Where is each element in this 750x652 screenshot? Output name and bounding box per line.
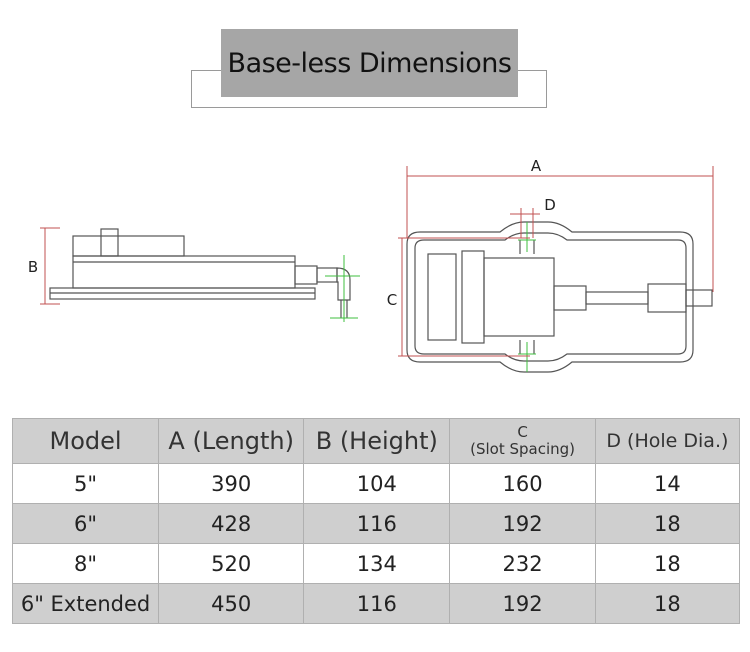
cell-slot-spacing: 232: [449, 543, 596, 584]
cell-model: 5": [11, 463, 160, 504]
header-hole-dia: D (Hole Dia.): [594, 418, 741, 464]
cell-model: 8": [11, 543, 160, 584]
side-view: [49, 228, 351, 318]
side-top-jaw: [72, 235, 185, 257]
cell-height: 134: [303, 543, 451, 584]
cell-hole-dia: 18: [594, 543, 741, 584]
side-body: [72, 255, 296, 289]
header-slot-spacing: C (Slot Spacing): [449, 418, 596, 464]
top-dimension-lines: [398, 166, 714, 357]
top-fixed-jaw: [427, 253, 457, 341]
header-length: A (Length): [158, 418, 305, 464]
technical-drawing: B A C D: [28, 157, 714, 373]
cell-length: 428: [158, 503, 305, 544]
header-height: B (Height): [303, 418, 451, 464]
cell-length: 450: [158, 583, 305, 624]
table-header-row: Model A (Length) B (Height) C (Slot Spac…: [11, 418, 741, 464]
table-row: 6" Extended 450 116 192 18: [11, 583, 741, 624]
cell-height: 116: [303, 583, 451, 624]
cell-model: 6" Extended: [11, 583, 160, 624]
cell-height: 104: [303, 463, 451, 504]
table-row: 5" 390 104 160 14: [11, 463, 741, 504]
title-frame: [191, 70, 547, 108]
top-body-outline: [406, 221, 694, 373]
cell-model: 6": [11, 503, 160, 544]
cell-height: 116: [303, 503, 451, 544]
header-slot-spacing-label: (Slot Spacing): [470, 440, 576, 458]
top-inner-outline: [414, 232, 687, 362]
cell-hole-dia: 18: [594, 583, 741, 624]
side-jaw-block: [100, 228, 119, 257]
side-centerlines: [325, 255, 360, 322]
cell-slot-spacing: 192: [449, 583, 596, 624]
top-view: [406, 221, 713, 373]
label-b: B: [28, 258, 38, 276]
top-centerlines: [518, 222, 536, 372]
header-model: Model: [11, 418, 160, 464]
cell-slot-spacing: 160: [449, 463, 596, 504]
top-screw-nut: [647, 283, 687, 313]
top-movable-jaw: [461, 250, 485, 344]
header-slot-spacing-letter: C: [517, 423, 528, 441]
top-screw: [585, 291, 649, 305]
label-d: D: [544, 196, 556, 214]
cell-length: 520: [158, 543, 305, 584]
table-row: 8" 520 134 232 18: [11, 543, 741, 584]
dimension-table: Model A (Length) B (Height) C (Slot Spac…: [11, 418, 741, 624]
cell-hole-dia: 18: [594, 503, 741, 544]
label-c: C: [387, 291, 397, 309]
page-title: Base-less Dimensions: [221, 29, 518, 97]
table-row: 6" 428 116 192 18: [11, 503, 741, 544]
side-screw-housing: [294, 265, 318, 285]
cell-slot-spacing: 192: [449, 503, 596, 544]
cell-hole-dia: 14: [594, 463, 741, 504]
cell-length: 390: [158, 463, 305, 504]
label-a: A: [531, 157, 542, 175]
side-dimension-b: [40, 227, 60, 305]
